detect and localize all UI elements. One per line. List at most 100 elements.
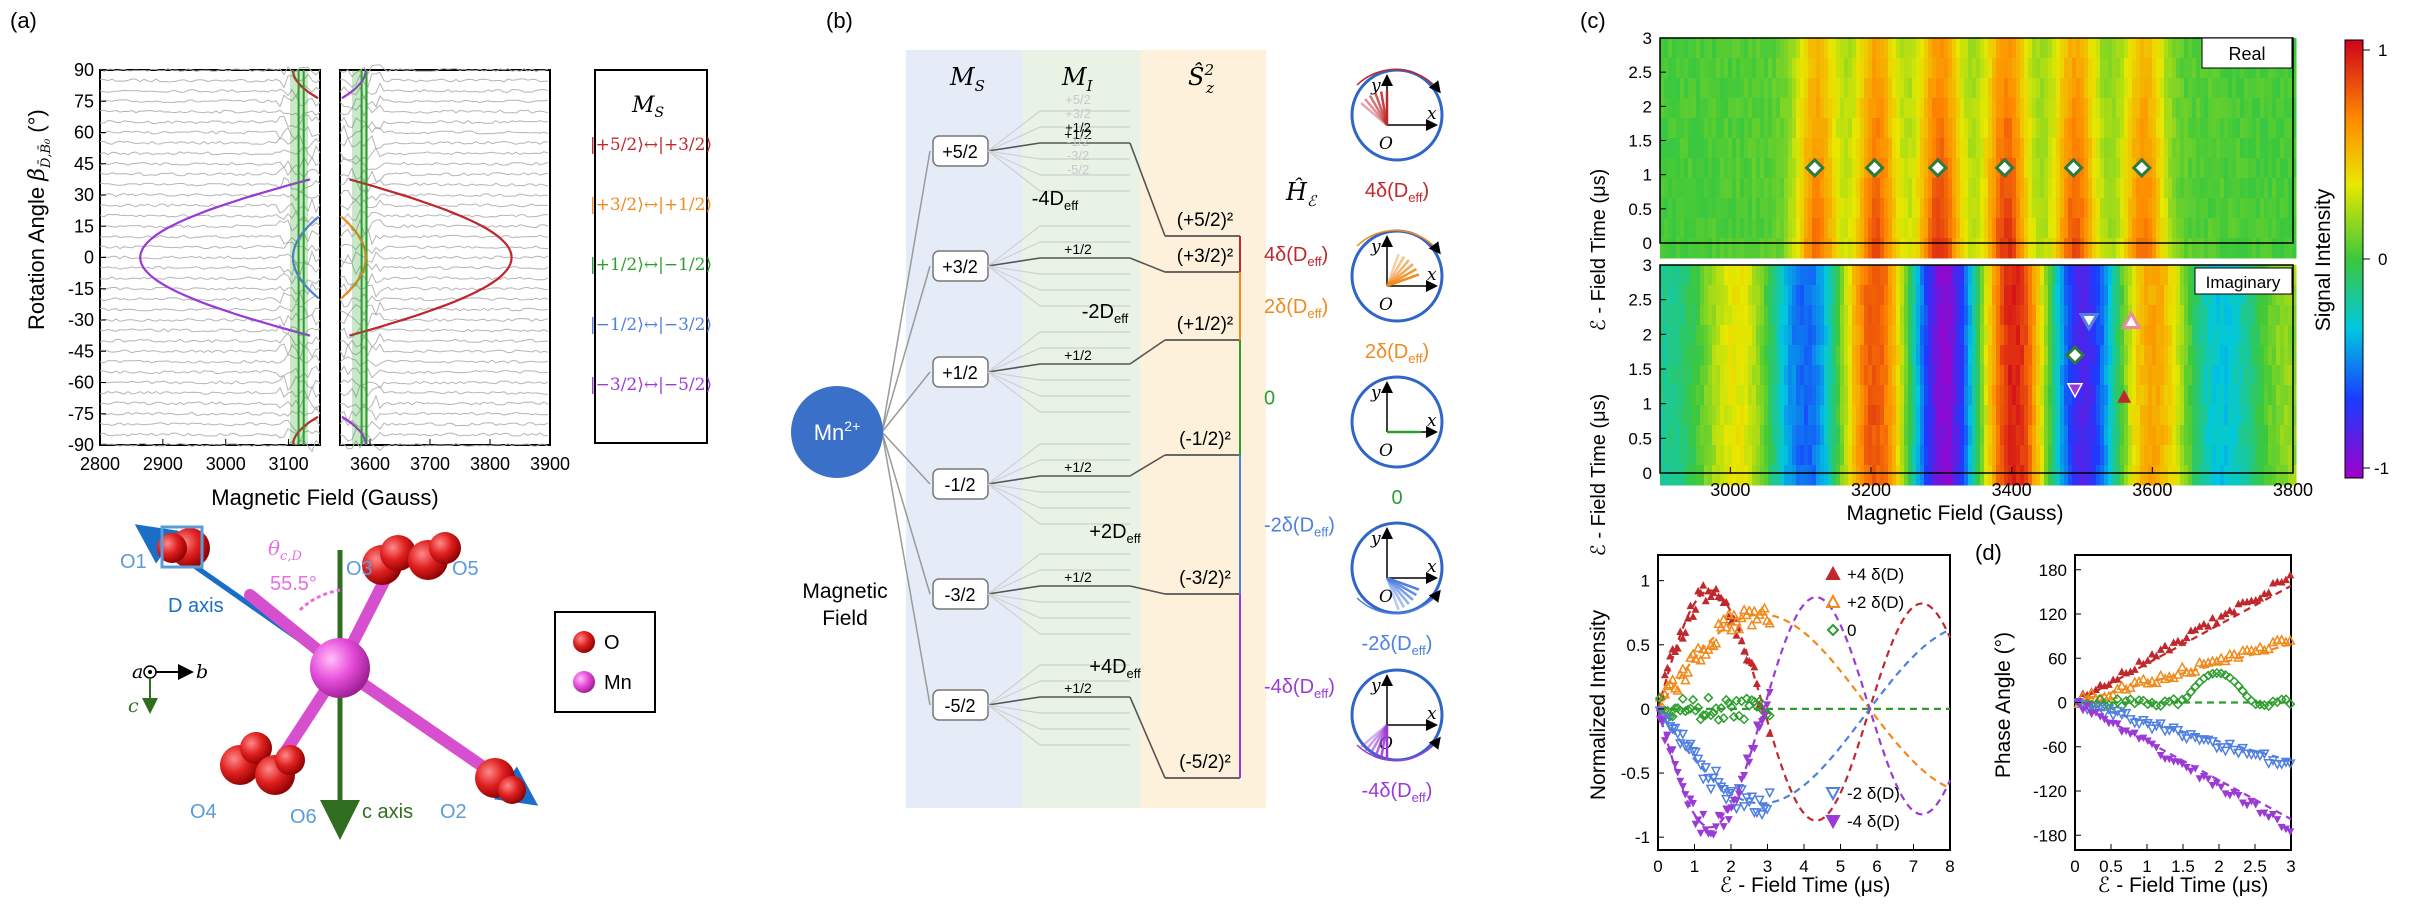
heat-cell xyxy=(2192,178,2197,199)
heat-cell xyxy=(1768,198,1773,219)
heat-cell xyxy=(2072,425,2077,446)
heat-cell xyxy=(2136,138,2141,159)
heat-cell xyxy=(2172,78,2177,99)
heat-cell xyxy=(1816,285,1821,306)
heat-cell xyxy=(2020,178,2025,199)
heat-cell xyxy=(1876,98,1881,119)
heat-cell xyxy=(2056,325,2061,346)
heat-cell xyxy=(2196,325,2201,346)
heat-cell xyxy=(2008,118,2013,139)
heat-cell xyxy=(2268,345,2273,366)
heat-cell xyxy=(2028,465,2033,486)
heat-cell xyxy=(1764,198,1769,219)
heat-cell xyxy=(1816,178,1821,199)
heat-cell xyxy=(2212,198,2217,219)
heat-cell xyxy=(1700,238,1705,259)
heat-cell xyxy=(1792,158,1797,179)
heat-cell xyxy=(1892,238,1897,259)
heat-cell xyxy=(2040,238,2045,259)
data-point xyxy=(2156,645,2165,653)
heat-cell xyxy=(2128,425,2133,446)
gray-trace xyxy=(339,439,549,452)
heat-cell xyxy=(2276,238,2281,259)
heat-cell xyxy=(2144,265,2149,286)
heat-cell xyxy=(1980,178,1985,199)
heat-cell xyxy=(1904,265,1909,286)
mi-fan xyxy=(987,110,1041,152)
heat-cell xyxy=(2284,425,2289,446)
heat-cell xyxy=(2040,78,2045,99)
heat-cell xyxy=(1764,365,1769,386)
heat-cell xyxy=(1988,138,1993,159)
branch-line xyxy=(881,431,931,595)
heat-cell xyxy=(1712,78,1717,99)
heat-cell xyxy=(1992,345,1997,366)
heat-cell xyxy=(1856,265,1861,286)
heat-cell xyxy=(1924,238,1929,259)
heat-cell xyxy=(2072,198,2077,219)
heat-cell xyxy=(2148,78,2153,99)
heat-cell xyxy=(2160,158,2165,179)
heat-cell xyxy=(1684,198,1689,219)
heat-cell xyxy=(2240,78,2245,99)
heat-cell xyxy=(1740,218,1745,239)
heat-cell xyxy=(2080,405,2085,426)
heat-cell xyxy=(1696,265,1701,286)
heat-cell xyxy=(2264,385,2269,406)
heat-cell xyxy=(2252,445,2257,466)
data-point xyxy=(2122,727,2131,736)
heat-cell xyxy=(1832,445,1837,466)
data-point xyxy=(1671,760,1680,769)
heat-cell xyxy=(2112,345,2117,366)
heat-cell xyxy=(2064,405,2069,426)
heat-cell xyxy=(1752,118,1757,139)
heat-cell xyxy=(2060,238,2065,259)
heat-cell xyxy=(2132,425,2137,446)
heat-cell xyxy=(1864,425,1869,446)
heat-cell xyxy=(1848,218,1853,239)
heat-cell xyxy=(1732,138,1737,159)
heat-cell xyxy=(1784,465,1789,486)
data-point xyxy=(1690,747,1701,758)
heat-cell xyxy=(2000,465,2005,486)
gray-trace xyxy=(99,114,321,128)
x-tick-label: 0 xyxy=(2070,857,2079,876)
heat-cell xyxy=(1800,345,1805,366)
imag-label: Imaginary xyxy=(2206,273,2281,292)
heat-cell xyxy=(1780,58,1785,79)
x-tick-label: 4 xyxy=(1799,857,1808,876)
heat-cell xyxy=(2288,78,2293,99)
heat-cell xyxy=(1660,265,1665,286)
heat-cell xyxy=(2292,138,2297,159)
heat-cell xyxy=(2016,58,2021,79)
heat-cell xyxy=(1724,465,1729,486)
heat-cell xyxy=(2056,265,2061,286)
data-point xyxy=(2100,716,2109,724)
transition-curve xyxy=(139,178,311,337)
heat-cell xyxy=(1704,118,1709,139)
heat-cell xyxy=(2212,238,2217,259)
heat-cell xyxy=(2040,285,2045,306)
heat-cell xyxy=(2268,158,2273,179)
heat-cell xyxy=(2096,405,2101,426)
heat-cell xyxy=(2040,218,2045,239)
heat-cell xyxy=(1988,98,1993,119)
heat-cell xyxy=(2140,445,2145,466)
heat-cell xyxy=(1864,58,1869,79)
data-point xyxy=(2277,577,2286,586)
legend-mn: Mn xyxy=(604,672,632,694)
heat-cell xyxy=(2060,465,2065,486)
heat-cell xyxy=(1968,118,1973,139)
heat-cell xyxy=(1936,305,1941,326)
heat-cell xyxy=(1728,218,1733,239)
heat-cell xyxy=(1776,158,1781,179)
heat-cell xyxy=(2216,465,2221,486)
heat-cell xyxy=(2032,425,2037,446)
heat-cell xyxy=(1916,425,1921,446)
heat-cell xyxy=(2184,385,2189,406)
data-point xyxy=(1663,663,1672,672)
heat-cell xyxy=(1684,238,1689,259)
heat-cell xyxy=(2164,38,2169,59)
heat-cell xyxy=(1796,38,1801,59)
data-point xyxy=(1696,588,1705,597)
